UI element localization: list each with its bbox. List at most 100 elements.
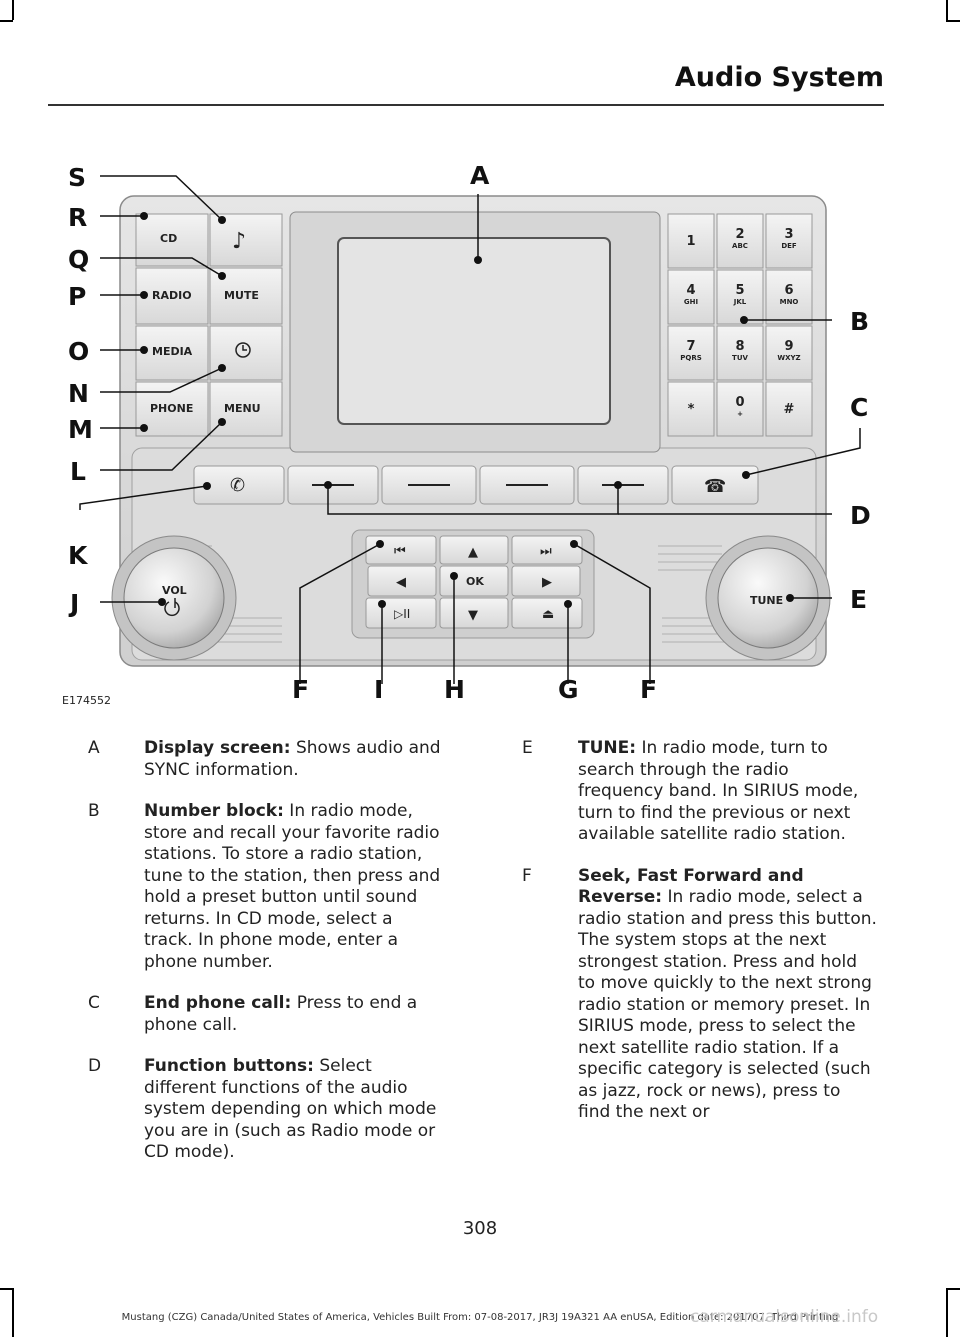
end-call-button[interactable]: [671, 465, 759, 505]
keypad-key-number: 1: [686, 234, 695, 249]
callout-p: P: [68, 282, 86, 311]
mute-button-label: MUTE: [224, 289, 259, 302]
keypad-key-letters: TUV: [732, 354, 748, 362]
entry-text: In radio mode, turn to search through th…: [578, 738, 859, 844]
callout-a: A: [470, 161, 490, 190]
callout-f-left: F: [292, 675, 309, 704]
right-button[interactable]: [511, 565, 581, 597]
seek-forward-button[interactable]: [511, 535, 583, 565]
callout-i: I: [374, 675, 383, 704]
keypad-key[interactable]: [667, 269, 715, 325]
answer-call-button[interactable]: [193, 465, 285, 505]
keypad-key[interactable]: [667, 325, 715, 381]
callout-b: B: [850, 307, 869, 336]
clock-icon: [235, 342, 251, 358]
entry-c: C End phone call: Press to end a phone c…: [88, 993, 468, 1036]
callout-dots: [140, 212, 794, 608]
entry-text: In radio mode, select a radio station an…: [578, 887, 877, 1122]
down-button[interactable]: [439, 597, 509, 629]
entry-text: Press to end a phone call.: [144, 993, 418, 1035]
seek-forward-icon: ⏭: [540, 544, 552, 559]
keypad-key[interactable]: [765, 325, 813, 381]
clock-button[interactable]: [209, 325, 283, 381]
keypad-key[interactable]: [716, 325, 764, 381]
keypad-key-letters: GHI: [684, 298, 698, 306]
keypad-key-letters: +: [737, 410, 743, 418]
crop-mark-top-left: [12, 0, 14, 20]
callout-k: K: [68, 541, 89, 570]
keypad-key-number: 2: [735, 227, 744, 242]
power-icon: [164, 598, 180, 617]
entry-letter: C: [88, 993, 100, 1013]
entry-b: B Number block: In radio mode, store and…: [88, 801, 468, 973]
volume-knob[interactable]: VOL: [111, 535, 237, 661]
cd-button-label: CD: [160, 232, 177, 245]
ok-button-label: OK: [466, 575, 484, 588]
callout-l: L: [70, 457, 86, 486]
entry-letter: D: [88, 1056, 102, 1076]
keypad-key[interactable]: [765, 213, 813, 269]
display-screen: [337, 237, 611, 425]
callout-n: N: [68, 379, 89, 408]
keypad-key-number: 9: [784, 339, 793, 354]
up-arrow-icon: ▲: [468, 545, 478, 560]
callout-s: S: [68, 163, 86, 192]
tune-label: TUNE: [750, 594, 783, 607]
crop-mark-bottom-left: [12, 1288, 14, 1337]
keypad-key[interactable]: [716, 213, 764, 269]
entry-text: Shows audio and SYNC information.: [144, 738, 441, 780]
keypad-key-number: 6: [784, 283, 793, 298]
keypad-key[interactable]: [667, 213, 715, 269]
media-button[interactable]: [135, 325, 209, 381]
entry-body: End phone call: Press to end a phone cal…: [144, 993, 444, 1036]
entry-letter: B: [88, 801, 100, 821]
left-button[interactable]: [367, 565, 437, 597]
media-control-pad: ⏮ ▲ ⏭ ◀ OK ▶ ▷II ▼ ⏏: [351, 529, 595, 639]
keypad-key-number: 8: [735, 339, 744, 354]
entry-term: Number block:: [144, 801, 284, 821]
tune-knob[interactable]: TUNE: [705, 535, 831, 661]
entry-f: F Seek, Fast Forward and Reverse: In rad…: [522, 866, 902, 1124]
crop-mark-bottom-left-h: [0, 1288, 13, 1290]
keypad-key-number: 3: [784, 227, 793, 242]
vol-label: VOL: [162, 584, 187, 597]
left-arrow-icon: ◀: [396, 575, 406, 590]
radio-button[interactable]: [135, 267, 209, 325]
callout-m: M: [68, 415, 93, 444]
keypad-key[interactable]: [765, 381, 813, 437]
down-arrow-icon: ▼: [468, 608, 478, 623]
up-button[interactable]: [439, 535, 509, 565]
crop-mark-bottom-right-h: [946, 1288, 960, 1290]
keypad-key-letters: PQRS: [680, 354, 702, 362]
media-button-label: MEDIA: [152, 345, 193, 358]
entry-body: Display screen: Shows audio and SYNC inf…: [144, 738, 444, 781]
keypad-key[interactable]: [716, 381, 764, 437]
entry-body: Function buttons: Select different funct…: [144, 1056, 444, 1164]
keypad-key[interactable]: [667, 381, 715, 437]
music-button[interactable]: [209, 213, 283, 267]
keypad-key-number: *: [688, 402, 695, 417]
entry-letter: E: [522, 738, 533, 758]
keypad-key[interactable]: [765, 269, 813, 325]
keypad-key-number: 4: [686, 283, 695, 298]
entry-term: TUNE:: [578, 738, 637, 758]
watermark: carmanualsonline.info: [690, 1307, 879, 1327]
crop-mark-top-right: [946, 0, 948, 20]
callout-o: O: [68, 337, 89, 366]
eject-icon: ⏏: [542, 607, 554, 622]
keypad-key-letters: DEF: [781, 242, 797, 250]
page-title: Audio System: [674, 62, 884, 93]
callout-h: H: [444, 675, 465, 704]
callout-r: R: [68, 203, 87, 232]
callout-g: G: [558, 675, 579, 704]
crop-mark-bottom-right: [946, 1288, 948, 1337]
description-column-right: E TUNE: In radio mode, turn to search th…: [522, 738, 902, 1144]
leader-lines: [79, 175, 861, 684]
figure-code: E174552: [62, 694, 111, 707]
callout-j: J: [68, 589, 79, 618]
keypad-key[interactable]: [716, 269, 764, 325]
menu-button[interactable]: [209, 381, 283, 437]
entry-text: In radio mode, store and recall your fav…: [144, 801, 441, 972]
hang-up-icon: ☎: [704, 476, 726, 497]
